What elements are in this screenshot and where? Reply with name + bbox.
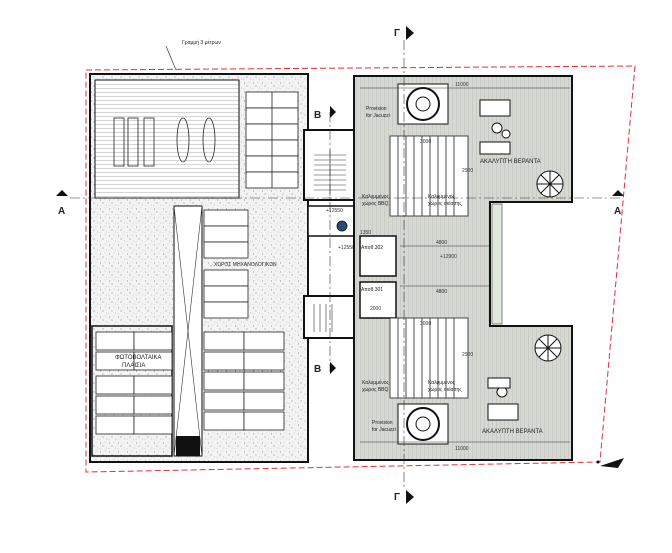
stair-bottom bbox=[303, 295, 355, 339]
bbq-bottom-label-2: χώρος BBQ bbox=[362, 386, 388, 393]
section-b-bottom-label: B bbox=[314, 364, 321, 375]
dim-store-bottom: 2000 bbox=[370, 306, 381, 312]
section-a-right-label: A bbox=[614, 206, 621, 217]
dim-pergola-side-bottom: 2900 bbox=[462, 352, 473, 358]
pv-frames-top bbox=[245, 91, 299, 189]
dim-mid-upper: 4800 bbox=[436, 240, 447, 246]
section-b-top-label: B bbox=[314, 110, 321, 121]
dim-bottom-width: 11000 bbox=[455, 446, 469, 452]
bbq-top-label-2: χώρος BBQ bbox=[362, 200, 388, 207]
pv-label-1: ΦΩΤΟΒΟΛΤΑΙΚΑ bbox=[115, 355, 162, 361]
section-a-left-marker bbox=[56, 190, 68, 196]
storage-302 bbox=[359, 235, 397, 277]
bbq-bottom-label-1: Καλυμμένος bbox=[362, 379, 390, 386]
north-arrow-icon bbox=[596, 458, 624, 468]
section-b-top-marker bbox=[330, 106, 336, 118]
pergola-bottom bbox=[389, 317, 469, 399]
bbq-top-label-1: Καλυμμένος bbox=[362, 193, 390, 200]
dim-store-top: 1350 bbox=[360, 230, 371, 236]
setback-line bbox=[85, 65, 636, 473]
solar-water-heaters bbox=[113, 117, 216, 167]
jacuzzi-bottom-label-1: Provision bbox=[372, 420, 393, 426]
dim-pergola-bottom: 3000 bbox=[420, 321, 431, 327]
section-a-left-label: A bbox=[58, 206, 65, 217]
planter-strip bbox=[491, 203, 503, 325]
section-g-top-label: Γ bbox=[394, 28, 400, 39]
setback-note: Γραμμή 3 μέτρων bbox=[182, 39, 221, 46]
dim-pergola-side-top: 2900 bbox=[462, 168, 473, 174]
jacuzzi-bottom-label-2: for Jacuzzi bbox=[372, 427, 396, 433]
lounge-furniture bbox=[479, 99, 519, 421]
veranda-top-label: ΑΚΑΛΥΠΤΗ ΒΕΡΑΝΤΑ bbox=[480, 159, 541, 165]
section-g-bottom-label: Γ bbox=[394, 492, 400, 503]
shade-bottom-label-2: χώρος σκίασης bbox=[428, 386, 462, 393]
shade-top-label-2: χώρος σκίασης bbox=[428, 200, 462, 207]
shaft-base bbox=[176, 436, 200, 456]
spiral-stair-top bbox=[536, 170, 564, 198]
shade-top-label-1: Καλυμμένος bbox=[428, 193, 456, 200]
section-b-bottom-marker bbox=[330, 362, 336, 374]
section-a-right-marker bbox=[612, 190, 624, 196]
terrace-level: +12900 bbox=[440, 254, 457, 260]
jacuzzi-top-label-2: for Jacuzzi bbox=[366, 113, 390, 119]
section-g-bottom-marker bbox=[406, 490, 414, 504]
spiral-stair-bottom bbox=[534, 334, 562, 362]
storage-302-label: Απoθ.302 bbox=[361, 245, 383, 251]
stair-bottom-level: +12550 bbox=[338, 245, 355, 251]
dim-pergola-top: 3000 bbox=[420, 139, 431, 145]
stair-top-level: +12550 bbox=[326, 208, 343, 214]
jacuzzi-top-label-1: Provision bbox=[366, 106, 387, 112]
setback-leader bbox=[165, 45, 177, 71]
hatched-roof bbox=[94, 79, 240, 199]
dim-mid-lower: 4800 bbox=[436, 289, 447, 295]
mechanical-panels bbox=[203, 209, 249, 319]
mechanical-space-label: ΧΩΡΟΣ ΜΗΧΑΝΟΛΟΓΙΚΩΝ bbox=[214, 262, 277, 268]
pv-panels-bottom bbox=[95, 331, 285, 435]
storage-301-label: Απoθ.301 bbox=[361, 287, 383, 293]
storage-301 bbox=[359, 281, 397, 319]
dimension-lines bbox=[360, 87, 570, 443]
shade-bottom-label-1: Καλυμμένος bbox=[428, 379, 456, 386]
section-g-top-marker bbox=[406, 26, 414, 40]
veranda-bottom-label: ΑΚΑΛΥΠΤΗ ΒΕΡΑΝΤΑ bbox=[482, 429, 543, 435]
pergola-top bbox=[389, 135, 469, 217]
dim-top-width: 11000 bbox=[455, 82, 469, 88]
pv-label-2: ΠΛΑΙΣΙΑ bbox=[122, 363, 145, 369]
